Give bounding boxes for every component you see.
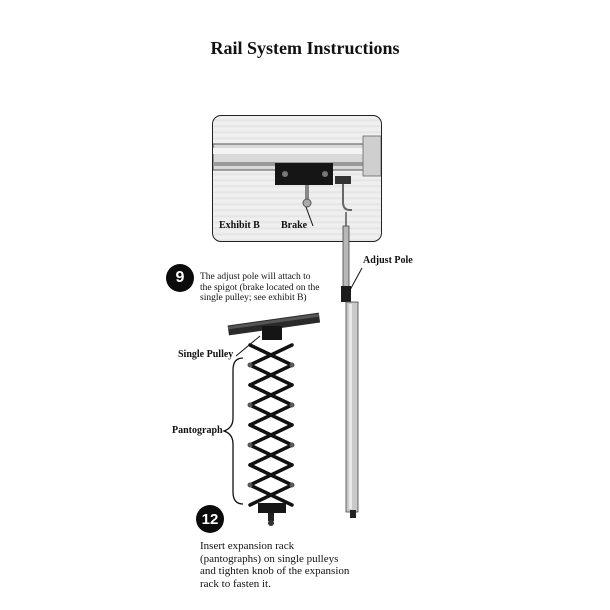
single-pulley xyxy=(262,326,282,340)
step-12-badge: 12 xyxy=(196,505,224,533)
step-9-line: The adjust pole will attach to xyxy=(200,272,311,282)
adjust-pole-clamp xyxy=(341,286,351,302)
step-9-badge: 9 xyxy=(166,264,194,292)
rail-segment xyxy=(227,312,321,336)
pantograph-bottom-mount xyxy=(258,503,286,513)
single-pulley-pointer xyxy=(235,335,261,357)
adjust-pole-label: Adjust Pole xyxy=(363,255,413,266)
step-9-line: the spigot (brake located on the xyxy=(200,282,320,293)
pantograph-label: Pantograph xyxy=(172,425,223,436)
pantograph xyxy=(248,343,294,507)
adjust-pole-pointer xyxy=(349,267,363,291)
pantograph-knob xyxy=(268,520,274,526)
document-title: Rail System Instructions xyxy=(210,38,400,58)
exhibit-b-photo: Exhibit B Brake xyxy=(212,115,382,242)
pantograph-brace xyxy=(221,357,244,505)
exhibit-b-label: Exhibit B xyxy=(219,220,260,231)
step-9-text: The adjust pole will attach to the spigo… xyxy=(200,272,320,304)
step-12-line: Insert expansion rack xyxy=(200,540,295,552)
step-9-line: single pulley; see exhibit B) xyxy=(200,293,307,303)
step-12-text: Insert expansion rack (pantographs) on s… xyxy=(200,540,349,590)
step-12-line: rack to fasten it. xyxy=(200,577,271,590)
rail-brake-illustration xyxy=(213,135,381,227)
step-12-line: and tighten knob of the expansion xyxy=(200,565,350,577)
brake-label: Brake xyxy=(281,220,308,231)
step-12-line: (pantographs) on single pulleys xyxy=(200,552,339,565)
single-pulley-label: Single Pulley xyxy=(178,349,234,360)
adjust-pole-upper xyxy=(342,225,350,293)
